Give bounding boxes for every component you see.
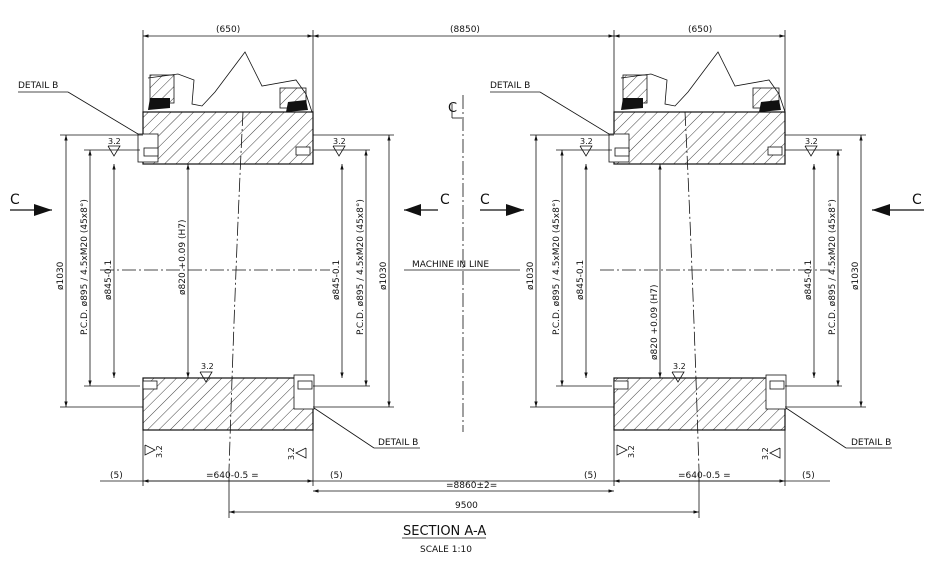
dim-gap: (5) <box>584 471 597 481</box>
dim-outer-dia: ø1030 <box>851 261 861 290</box>
dim-left-width: (650) <box>216 25 240 35</box>
dim-bore: ø820 +0.09 (H7) <box>178 219 188 295</box>
detail-b-label-left-bottom: DETAIL B <box>378 438 418 448</box>
dim-right-bottom-width: =640-0.5 = <box>678 471 731 481</box>
finish-label: 3.2 <box>805 137 818 146</box>
detail-b-label-left-top: DETAIL B <box>18 81 58 91</box>
finish-label: 3.2 <box>580 137 593 146</box>
center-mark: C <box>448 101 457 116</box>
right-lower-flange <box>613 377 786 431</box>
left-lower-flange <box>142 377 314 431</box>
finish-label: 3.2 <box>155 445 164 458</box>
dim-inner-dia: ø845-0.1 <box>104 260 114 300</box>
right-upper-flange <box>613 111 786 165</box>
dim-pcd: P.C.D. ø895 / 4.5xM20 (45x8°) <box>80 199 90 335</box>
section-c-mid-right: C <box>480 192 490 208</box>
dim-bore: ø820 +0.09 (H7) <box>650 284 660 360</box>
dim-overall: 9500 <box>455 501 478 511</box>
dim-pcd: P.C.D. ø895 / 4.5xM20 (45x8°) <box>828 199 838 335</box>
finish-label: 3.2 <box>673 362 686 371</box>
detail-b-label-right-top: DETAIL B <box>490 81 530 91</box>
dim-center-distance: (8850) <box>450 25 480 35</box>
section-c-mid-left: C <box>440 192 450 208</box>
section-title: SECTION A-A <box>403 524 486 539</box>
dim-right-width: (650) <box>688 25 712 35</box>
dim-left-bottom-width: =640-0.5 = <box>206 471 259 481</box>
dim-outer-dia: ø1030 <box>526 261 536 290</box>
scale-label: SCALE 1:10 <box>420 545 472 555</box>
dim-gap: (5) <box>330 471 343 481</box>
dim-gap: (5) <box>802 471 815 481</box>
dim-outer-dia: ø1030 <box>379 261 389 290</box>
finish-label: 3.2 <box>287 447 296 460</box>
machine-in-line-label: MACHINE IN LINE <box>412 260 489 270</box>
finish-label: 3.2 <box>333 137 346 146</box>
dim-bottom-center: =8860±2= <box>446 481 497 491</box>
dim-inner-dia: ø845-0.1 <box>804 260 814 300</box>
right-coupling-section <box>480 30 924 471</box>
dim-inner-dia: ø845-0.1 <box>332 260 342 300</box>
dim-inner-dia: ø845-0.1 <box>576 260 586 300</box>
global-dimensions <box>100 34 830 539</box>
dim-outer-dia: ø1030 <box>56 261 66 290</box>
dim-gap: (5) <box>110 471 123 481</box>
finish-label: 3.2 <box>627 445 636 458</box>
dim-pcd: P.C.D. ø895 / 4.5xM20 (45x8°) <box>356 199 366 335</box>
finish-label: 3.2 <box>108 137 121 146</box>
left-upper-flange <box>142 111 314 165</box>
section-c-left: C <box>10 192 20 208</box>
finish-label: 3.2 <box>201 362 214 371</box>
section-c-right: C <box>912 192 922 208</box>
left-coupling-section <box>10 30 438 471</box>
dim-pcd: P.C.D. ø895 / 4.5xM20 (45x8°) <box>552 199 562 335</box>
finish-label: 3.2 <box>761 447 770 460</box>
detail-b-label-right-bottom: DETAIL B <box>851 438 891 448</box>
